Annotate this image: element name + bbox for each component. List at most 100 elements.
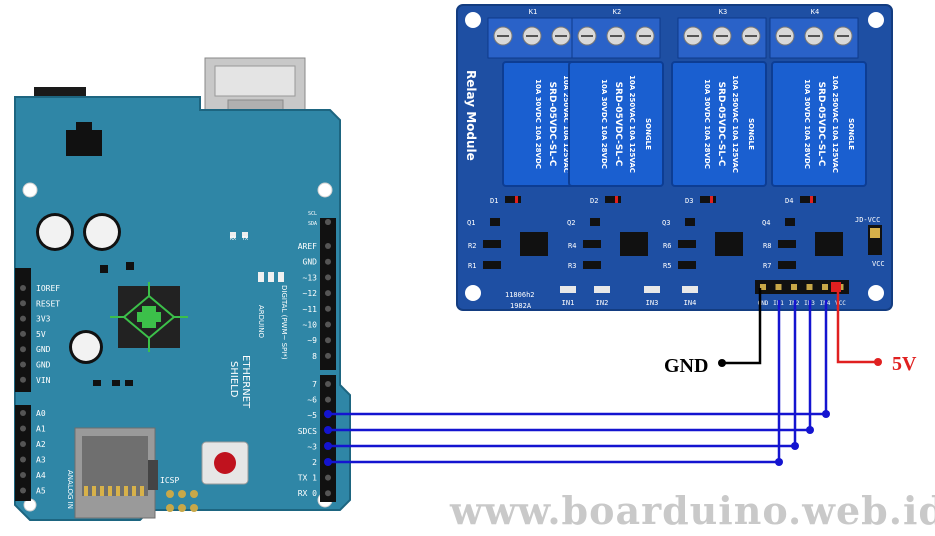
terminal-block: K3 [677, 8, 767, 59]
resistor-label: R5 [663, 262, 671, 270]
signal-wire [328, 300, 797, 448]
svg-text:ARDUINO: ARDUINO [257, 305, 265, 338]
terminal-block: K2 [571, 8, 661, 59]
power-pin-label: 3V3 [36, 315, 51, 324]
terminal-label: K4 [811, 8, 819, 16]
svg-text:VCC: VCC [872, 260, 885, 268]
svg-text:SHIELD: SHIELD [228, 361, 239, 398]
terminal-label: K2 [613, 8, 621, 16]
resistor-label: R3 [568, 262, 576, 270]
svg-text:ICSP: ICSP [160, 476, 179, 485]
resistor-label: R7 [763, 262, 771, 270]
digital-pin-label: SDCS [298, 427, 317, 436]
diode-label: D1 [490, 197, 498, 205]
terminal-label: K1 [529, 8, 537, 16]
digital-pin-label: 2 [312, 458, 317, 467]
relay-rating: 10A 250VAC 10A 125VAC [628, 75, 636, 173]
power-pin-label: IOREF [36, 284, 60, 293]
relay-brand: SONGLE [747, 118, 755, 150]
arduino-board [14, 96, 351, 521]
relay-model: SRD-05VDC-SL-C [613, 82, 623, 167]
digital-pin-label: TX 1 [298, 474, 317, 483]
resistor-label: R8 [763, 242, 771, 250]
digital-pin-label: ~13 [303, 273, 318, 282]
input-header [755, 280, 849, 294]
resistor-label: R2 [468, 242, 476, 250]
relay-rating: 10A 30VDC 10A 28VDC [600, 79, 608, 169]
optocoupler [715, 232, 743, 256]
power-pin-label: GND [36, 345, 51, 354]
vcc-wire [836, 290, 878, 364]
relay-rating: 10A 250VAC 10A 125VAC [731, 75, 739, 173]
optocoupler [815, 232, 843, 256]
vcc-label: 5V [892, 353, 917, 375]
tx-led-label: TX [242, 236, 248, 242]
jd-vcc-jumper: JD-VCC VCC [855, 216, 885, 268]
transistor-label: Q2 [567, 219, 575, 227]
relay-model: SRD-05VDC-SL-C [716, 82, 726, 167]
watermark: www.boarduino.web.id [449, 488, 935, 533]
input-led [644, 286, 660, 293]
icsp-header: ICSP [160, 476, 198, 512]
arduino-logo-green [110, 282, 188, 352]
board-code2: 1982A [510, 302, 532, 310]
diode-label: D2 [590, 197, 598, 205]
voltage-regulator [66, 130, 102, 156]
analog-in-label: ANALOG IN [66, 470, 74, 509]
input-led [682, 286, 698, 293]
svg-text:ETHERNET: ETHERNET [240, 355, 251, 409]
digital-pin-label: ~6 [307, 396, 317, 405]
digital-pin-label: 8 [312, 352, 317, 361]
optocoupler [620, 232, 648, 256]
relay: SRD-05VDC-SL-C 10A 250VAC 10A 125VAC 10A 3… [568, 61, 664, 187]
signal-wire [328, 300, 828, 416]
optocoupler [520, 232, 548, 256]
led-label: IN1 [562, 299, 575, 307]
relay-module: K1 K2 K3 K4 SRD-05VDC-SL-C 10A 250VAC 10A 12… [456, 4, 893, 311]
analog-header [15, 405, 31, 501]
input-led [594, 286, 610, 293]
resistor-label: R1 [468, 262, 476, 270]
relay-rating: 10A 30VDC 10A 28VDC [534, 79, 542, 169]
digital-pin-label: 7 [312, 380, 317, 389]
header-pin-label: VCC [835, 300, 846, 307]
resistor-label: R4 [568, 242, 576, 250]
gnd-wire [722, 288, 762, 365]
digital-pin-label: SCL [308, 211, 317, 217]
led-label: IN4 [684, 299, 697, 307]
digital-pin-label: ~9 [307, 336, 317, 345]
svg-text:JD-VCC: JD-VCC [855, 216, 880, 224]
digital-pin-label: AREF [298, 242, 317, 251]
digital-pin-label: GND [303, 258, 318, 267]
digital-pin-label: ~3 [307, 442, 317, 451]
analog-pin-label: A4 [36, 471, 46, 480]
rx-led-label: RX [230, 236, 236, 242]
relay-brand: SONGLE [644, 118, 652, 150]
led-label: IN3 [646, 299, 659, 307]
relay-model: SRD-05VDC-SL-C [816, 82, 826, 167]
digital-pin-label: ~5 [307, 411, 317, 420]
relay: SRD-05VDC-SL-C 10A 250VAC 10A 125VAC 10A 3… [671, 61, 767, 187]
relay-brand: SONGLE [847, 118, 855, 150]
relay-rating: 10A 30VDC 10A 28VDC [703, 79, 711, 169]
terminal-label: K3 [719, 8, 727, 16]
signal-wire [328, 300, 812, 432]
relay-rating: 10A 250VAC 10A 125VAC [562, 75, 570, 173]
shield-brand: ARDUINO ETHERNET SHIELD [228, 305, 265, 409]
power-pin-label: RESET [36, 299, 60, 308]
analog-pin-label: A0 [36, 409, 46, 418]
analog-pin-label: A3 [36, 456, 46, 465]
relay-rating: 10A 30VDC 10A 28VDC [803, 79, 811, 169]
led-label: IN2 [596, 299, 609, 307]
terminal-block: K4 [769, 8, 859, 59]
digital-label: DIGITAL (PWM~ SPI*) [280, 285, 288, 360]
digital-pin-label: ~10 [303, 321, 318, 330]
digital-pin-label: ~12 [303, 289, 318, 298]
digital-pin-label: ~11 [303, 305, 318, 314]
power-pin-label: GND [36, 361, 51, 370]
module-text: Relay Module [464, 70, 478, 161]
resistor-label: R6 [663, 242, 671, 250]
